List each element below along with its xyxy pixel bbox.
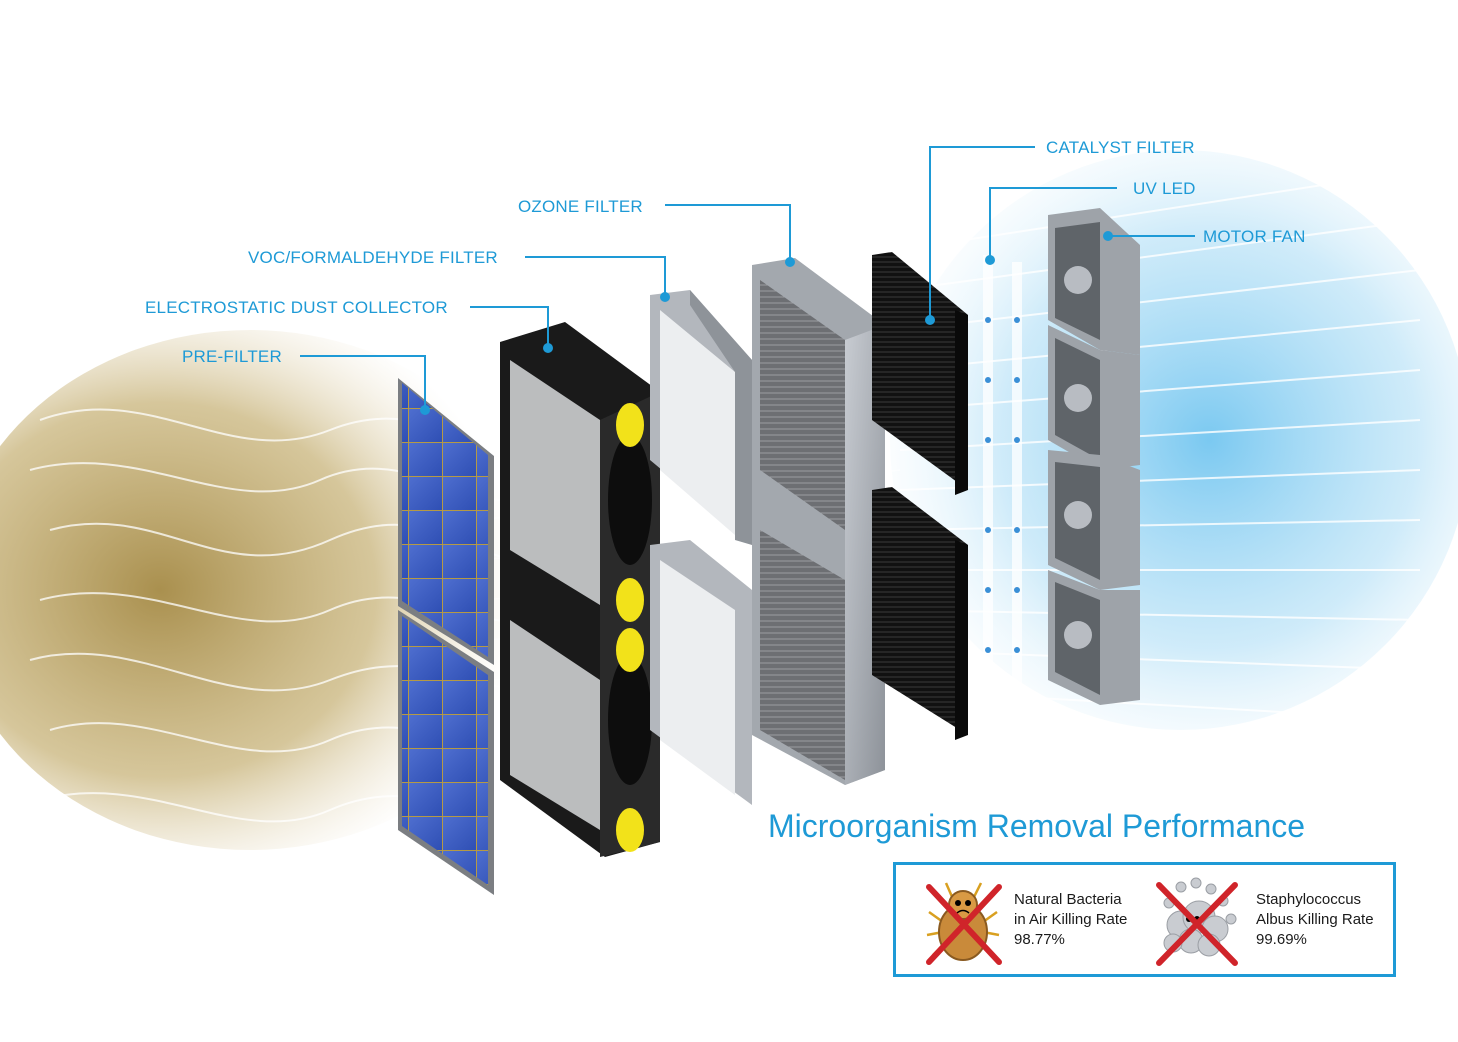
knob-icon	[616, 628, 644, 672]
electrostatic-collector	[500, 322, 660, 857]
fan-icon	[1048, 570, 1140, 705]
performance-panel: Natural Bacteria in Air Killing Rate 98.…	[893, 862, 1396, 977]
ozone-filter	[752, 258, 885, 785]
label-electrostatic-dust-collector: ELECTROSTATIC DUST COLLECTOR	[145, 298, 448, 317]
staphylococcus-crossed-icon	[1156, 877, 1238, 966]
stat-natural-bacteria: Natural Bacteria in Air Killing Rate 98.…	[1014, 891, 1128, 948]
fan-icon	[1048, 450, 1140, 590]
uv-led-strips	[983, 255, 1022, 717]
pre-filter-panels	[398, 378, 494, 895]
label-voc-filter: VOC/FORMALDEHYDE FILTER	[248, 248, 498, 267]
performance-title: Microorganism Removal Performance	[768, 808, 1306, 844]
knob-icon	[616, 808, 644, 852]
knob-icon	[616, 403, 644, 447]
fan-icon	[1048, 325, 1140, 470]
label-ozone-filter: OZONE FILTER	[518, 197, 643, 216]
catalyst-filter	[872, 252, 968, 740]
knob-icon	[616, 578, 644, 622]
fan-icon	[1048, 208, 1140, 355]
motor-fans	[1048, 208, 1140, 705]
leader-lines	[300, 146, 1195, 410]
stat-staphylococcus: Staphylococcus Albus Killing Rate 99.69%	[1256, 891, 1374, 948]
label-motor-fan: MOTOR FAN	[1203, 227, 1306, 246]
label-catalyst-filter: CATALYST FILTER	[1046, 138, 1195, 157]
voc-filter	[650, 290, 752, 805]
label-pre-filter: PRE-FILTER	[182, 347, 282, 366]
label-uv-led: UV LED	[1133, 179, 1196, 198]
bacteria-crossed-icon	[926, 882, 1002, 965]
leader-dots	[420, 231, 1113, 415]
